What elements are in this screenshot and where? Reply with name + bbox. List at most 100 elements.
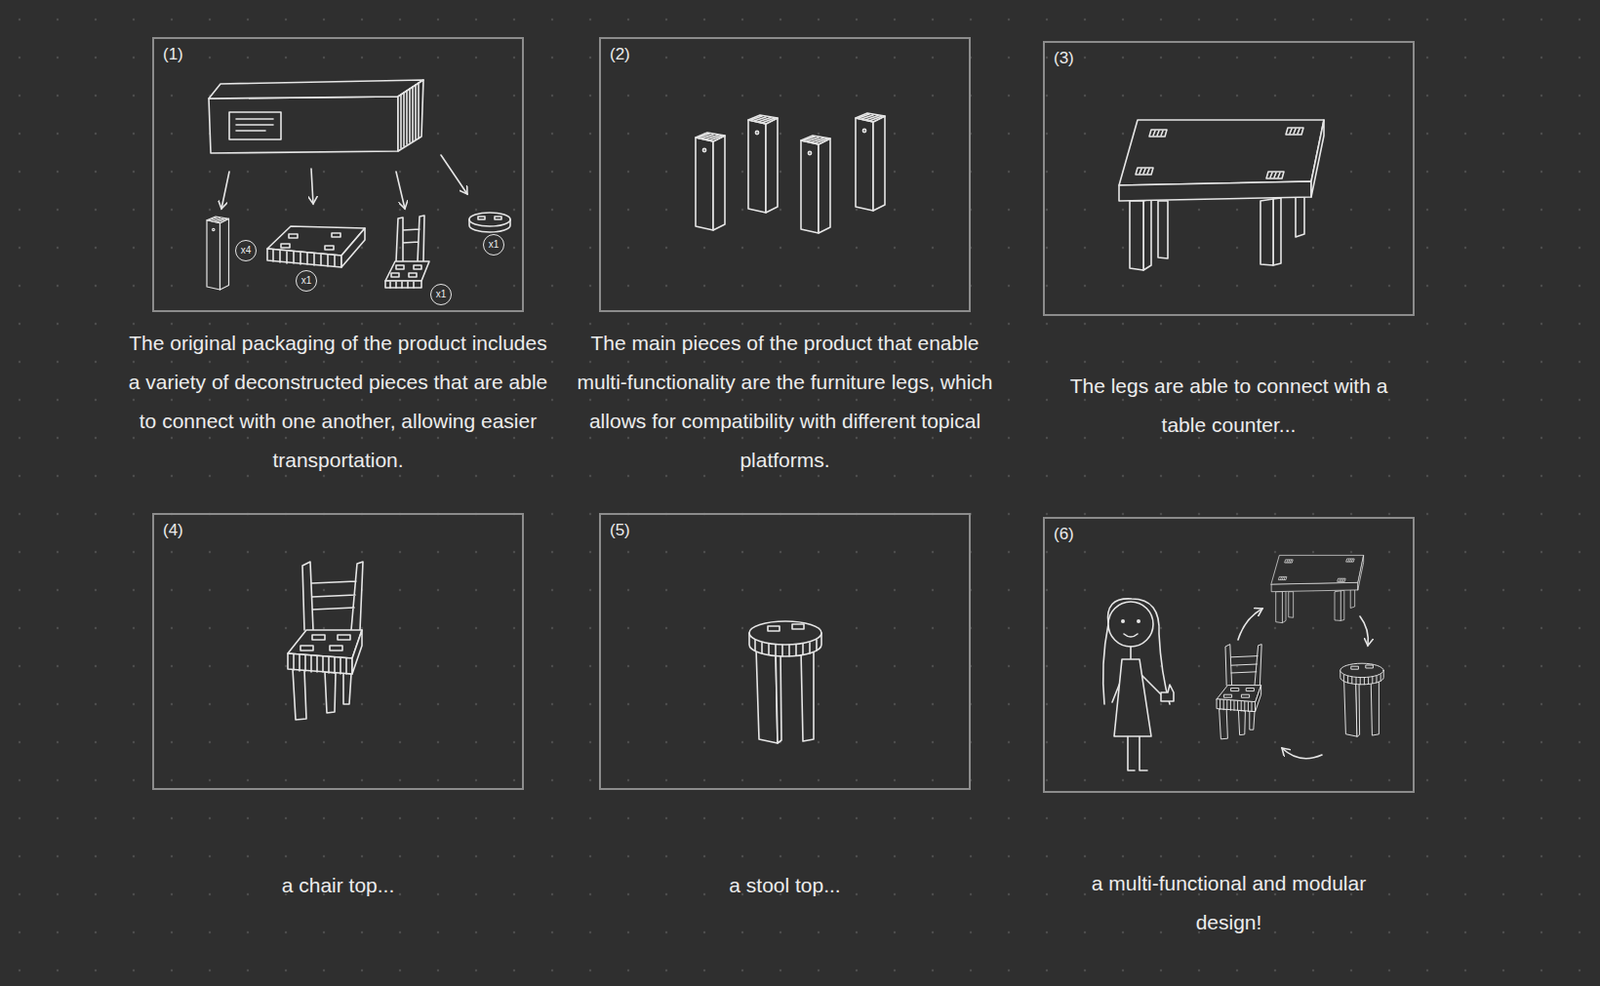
table-top-piece: [341, 228, 365, 268]
panel-number: (4): [162, 520, 184, 541]
table: [1119, 120, 1324, 186]
panel-number: (1): [162, 44, 184, 65]
panel-caption: The legs are able to connect with a tabl…: [1068, 366, 1391, 445]
table: [1119, 120, 1324, 271]
table: [1273, 198, 1281, 266]
chair-top-piece: [396, 215, 425, 262]
cycle-arrows: [1238, 608, 1263, 640]
small-furniture: [1216, 644, 1262, 740]
storyboard-panel: (2)The main pieces of the product that e…: [599, 37, 971, 313]
panel-number: (6): [1053, 524, 1075, 545]
packaging-box: [398, 80, 424, 152]
stool-top-piece: [469, 212, 511, 233]
panel-caption: a stool top...: [639, 866, 932, 906]
table: [1158, 200, 1168, 259]
person: [1114, 659, 1152, 737]
quantity-circle: x1: [430, 283, 452, 306]
chair-top-piece: [396, 265, 404, 270]
storyboard-panel: (6)a multi-functional and modular design…: [1042, 517, 1415, 794]
chair-top-piece: [385, 261, 430, 281]
quantity-label: x1: [488, 240, 500, 250]
panel-caption: a multi-functional and modular design!: [1063, 864, 1396, 943]
furniture-legs: [800, 135, 831, 234]
chair: [312, 635, 325, 640]
chair-top-piece: [391, 273, 400, 278]
chair: [293, 654, 347, 675]
table-top-piece: [288, 234, 298, 239]
chair: [343, 673, 352, 705]
unpack-arrows: [311, 168, 314, 204]
panel-caption: The main pieces of the product that enab…: [565, 323, 1005, 480]
chair-top-piece: [385, 280, 422, 288]
small-furniture: [1216, 555, 1384, 739]
cycle-arrows: [1360, 616, 1368, 646]
packaging-box: [229, 112, 281, 140]
chair: [292, 669, 307, 720]
chair: [324, 672, 336, 714]
chair: [352, 630, 362, 675]
quantity-label: x1: [436, 289, 447, 300]
chair: [302, 561, 363, 631]
person: [1136, 619, 1141, 624]
unpack-arrows: [221, 155, 468, 209]
stool: [756, 648, 778, 744]
packaging-box: [208, 80, 424, 99]
cycle-arrows: [1238, 608, 1368, 760]
table-top-piece: [267, 226, 365, 268]
leg-piece: [206, 216, 230, 290]
small-furniture: [1340, 663, 1384, 737]
storyboard-panel: (3)The legs are able to connect with a t…: [1042, 40, 1415, 317]
packaging-box: [400, 82, 419, 149]
stool-top-piece: [494, 216, 502, 220]
chair-top-piece: [390, 281, 414, 288]
furniture-legs: [748, 115, 778, 213]
storyboard-panel: x4x1x1x1(1)The original packaging of the…: [152, 37, 524, 313]
packaging-box: [208, 80, 424, 154]
table: [1139, 128, 1300, 178]
storyboard-panel: (5)a stool top...: [599, 513, 971, 791]
panel-number: (3): [1053, 48, 1075, 69]
person: [1120, 619, 1125, 624]
stool: [775, 649, 782, 744]
table-top-piece: [324, 245, 334, 250]
person: [1112, 646, 1161, 771]
quantity-circle: x1: [295, 270, 318, 292]
table-top-piece: [280, 243, 290, 248]
chair: [329, 645, 343, 651]
panel-number: (5): [609, 520, 631, 541]
table: [1260, 199, 1274, 266]
stool: [792, 624, 804, 630]
chair: [300, 645, 314, 651]
packaging-box: [208, 96, 399, 154]
leg-piece: [206, 216, 230, 290]
table-top-piece: [331, 233, 341, 238]
unpack-arrows: [396, 171, 405, 209]
chair-top-piece: [408, 273, 417, 278]
quantity-label: x4: [240, 245, 252, 256]
quantity-label: x1: [301, 276, 313, 286]
person: [1103, 599, 1174, 771]
stool-top-piece: [478, 216, 485, 220]
person: [1160, 684, 1174, 702]
chair: [287, 653, 353, 675]
storyboard-panel: (4)a chair top...: [152, 513, 524, 791]
stool-top-piece: [469, 212, 511, 227]
table: [1129, 200, 1144, 271]
table-top-piece: [267, 248, 342, 268]
furniture-legs: [855, 113, 885, 211]
table: [1119, 181, 1312, 201]
furniture-legs: [695, 132, 725, 231]
panel-caption: The original packaging of the product in…: [123, 323, 554, 480]
stool: [767, 626, 780, 632]
chair-top-piece: [413, 265, 422, 270]
unpack-arrows: [221, 171, 230, 209]
table: [1143, 199, 1152, 271]
chair: [337, 635, 351, 640]
small-furniture: [1271, 555, 1364, 623]
quantity-circle: x4: [235, 240, 257, 262]
panel-number: (2): [609, 44, 631, 65]
unpack-arrows: [440, 155, 468, 195]
